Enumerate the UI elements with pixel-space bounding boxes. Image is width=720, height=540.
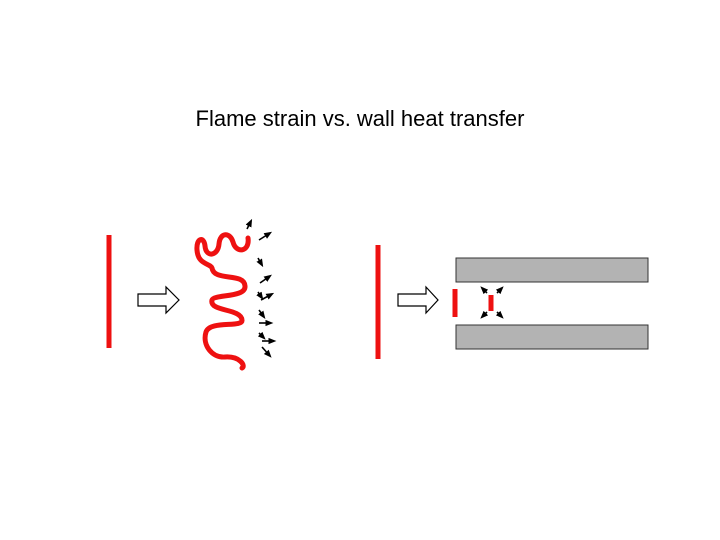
- hollow-right-arrow-icon: [137, 285, 180, 315]
- small-vector-arrow-icon: [480, 310, 489, 319]
- small-vector-arrow-icon: [256, 257, 264, 268]
- hollow-right-arrow-icon: [397, 285, 439, 315]
- small-vector-arrow-icon: [495, 286, 504, 295]
- wrinkled-flame: [194, 232, 251, 371]
- upper-wall: [455, 257, 649, 283]
- small-vector-arrow-icon: [495, 310, 504, 319]
- small-vector-arrow-icon: [480, 286, 489, 295]
- small-vector-arrow-icon: [245, 218, 253, 230]
- small-vector-arrow-icon: [257, 331, 266, 340]
- lower-wall: [455, 324, 649, 350]
- small-vector-arrow-icon: [259, 274, 272, 284]
- small-vector-arrow-icon: [256, 291, 264, 300]
- small-vector-arrow-icon: [258, 231, 273, 241]
- small-vector-arrow-icon: [260, 292, 275, 301]
- small-vector-arrow-icon: [258, 309, 266, 319]
- strain-arrows-channel: [480, 286, 504, 319]
- slide-title: Flame strain vs. wall heat transfer: [195, 106, 525, 131]
- small-vector-arrow-icon: [261, 346, 272, 358]
- strain-arrows-wrinkled: [245, 218, 277, 358]
